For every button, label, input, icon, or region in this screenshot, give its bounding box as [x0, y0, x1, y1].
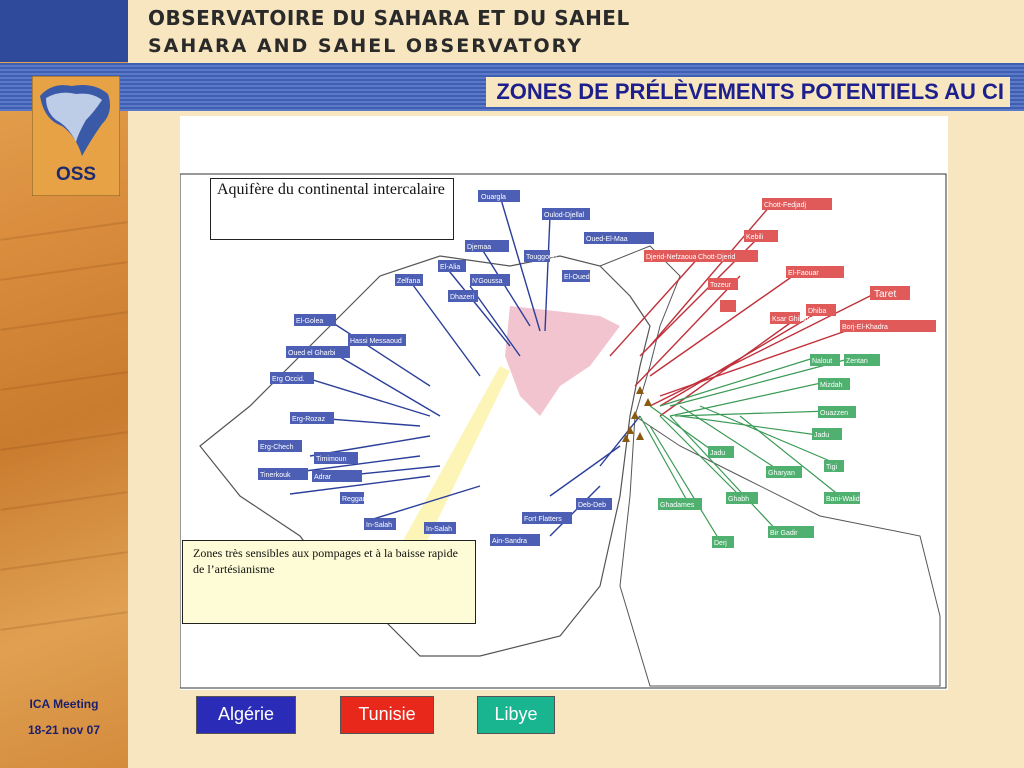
- svg-text:Chott-Djerid: Chott-Djerid: [698, 254, 735, 261]
- svg-text:Erg-Rozaz: Erg-Rozaz: [292, 416, 326, 423]
- svg-text:Erg Occid.: Erg Occid.: [272, 376, 305, 383]
- svg-text:Djemaa: Djemaa: [467, 244, 491, 251]
- legend-algerie: Algérie: [196, 696, 296, 734]
- svg-text:Nalout: Nalout: [812, 358, 832, 365]
- pink-zone: [505, 306, 620, 416]
- footer-date: 18-21 nov 07: [27, 723, 101, 737]
- svg-text:Jadu: Jadu: [710, 450, 725, 457]
- tunisia-links: [609, 205, 881, 417]
- svg-text:Touggourt: Touggourt: [526, 254, 557, 261]
- svg-text:Ouazzen: Ouazzen: [820, 410, 848, 417]
- svg-text:Tozeur: Tozeur: [710, 282, 732, 289]
- svg-text:Fort Flatters: Fort Flatters: [524, 516, 562, 523]
- svg-text:Ain-Sandra: Ain-Sandra: [492, 538, 527, 545]
- org-title-fr: OBSERVATOIRE DU SAHARA ET DU SAHEL: [148, 6, 630, 30]
- svg-text:Erg-Chech: Erg-Chech: [260, 444, 294, 451]
- svg-text:Hassi Messaoud: Hassi Messaoud: [350, 338, 402, 345]
- svg-text:N'Goussa: N'Goussa: [472, 278, 503, 285]
- aquifer-map: Ouargla Oulod-Djellal Djemaa Oued-El-Maa…: [180, 173, 947, 689]
- svg-text:Jadu: Jadu: [814, 432, 829, 439]
- svg-text:Bani-Walid: Bani-Walid: [826, 496, 860, 503]
- slide-title: ZONES DE PRÉLÈVEMENTS POTENTIELS AU CI: [486, 77, 1010, 107]
- svg-text:Zelfana: Zelfana: [397, 278, 420, 285]
- aquifer-label-box: Aquifère du continental intercalaire: [210, 178, 454, 240]
- legend-tunisie: Tunisie: [340, 696, 434, 734]
- oss-logo: OSS: [31, 75, 121, 197]
- svg-text:Zentan: Zentan: [846, 358, 868, 365]
- svg-text:Derj: Derj: [714, 540, 727, 547]
- sensitive-zone-label-box: Zones très sensibles aux pompages et à l…: [182, 540, 476, 624]
- svg-text:Tigi: Tigi: [826, 464, 837, 471]
- svg-text:Tinerkouk: Tinerkouk: [260, 472, 291, 479]
- svg-text:In-Salah: In-Salah: [426, 526, 452, 533]
- algeria-tags: Ouargla Oulod-Djellal Djemaa Oued-El-Maa…: [258, 190, 654, 546]
- header-area: [128, 0, 1024, 62]
- top-corner-bar: [0, 0, 128, 62]
- svg-text:Deb-Deb: Deb-Deb: [578, 502, 606, 509]
- well-markers: [622, 386, 652, 442]
- svg-text:Dhiba: Dhiba: [808, 308, 826, 315]
- svg-text:Gharyan: Gharyan: [768, 470, 795, 477]
- svg-text:El-Faouar: El-Faouar: [788, 270, 819, 277]
- svg-text:El-Golea: El-Golea: [296, 318, 323, 325]
- libya-outline: [619, 415, 941, 687]
- tunisia-outline: [599, 245, 681, 417]
- svg-text:Dhazeri: Dhazeri: [450, 294, 475, 301]
- logo-text: OSS: [55, 164, 97, 185]
- svg-text:Timimoun: Timimoun: [316, 456, 347, 463]
- svg-text:Ghabh: Ghabh: [728, 496, 749, 503]
- svg-text:Mizdah: Mizdah: [820, 382, 843, 389]
- legend-libye: Libye: [477, 696, 555, 734]
- svg-text:Oued-El-Maa: Oued-El-Maa: [586, 236, 628, 243]
- footer-meeting: ICA Meeting: [29, 697, 99, 711]
- svg-text:Oulod-Djellal: Oulod-Djellal: [544, 212, 585, 219]
- svg-text:El-Alia: El-Alia: [440, 264, 460, 271]
- svg-text:El-Oued: El-Oued: [564, 274, 590, 281]
- svg-text:Ksar Ghilane: Ksar Ghilane: [772, 316, 813, 323]
- sensitive-wedge: [400, 366, 510, 556]
- svg-text:In-Salah: In-Salah: [366, 522, 392, 529]
- algeria-links: [289, 195, 641, 537]
- svg-text:Ghadames: Ghadames: [660, 502, 695, 509]
- svg-text:Kebili: Kebili: [746, 234, 764, 241]
- svg-text:Chott-Fedjadj: Chott-Fedjadj: [764, 202, 806, 209]
- libya-tags: Nalout Zentan Mizdah Ouazzen Jadu Jadu T…: [658, 354, 880, 548]
- map-frame: Ouargla Oulod-Djellal Djemaa Oued-El-Maa…: [180, 116, 948, 690]
- svg-text:Oued el Gharbi: Oued el Gharbi: [288, 350, 336, 357]
- svg-text:Djerid-Nefzaoua: Djerid-Nefzaoua: [646, 254, 697, 261]
- svg-text:Ouargla: Ouargla: [481, 194, 506, 201]
- libya-links: [639, 355, 861, 542]
- svg-text:Borj-El-Khadra: Borj-El-Khadra: [842, 324, 888, 331]
- svg-text:Taret: Taret: [874, 289, 896, 300]
- tunisia-tags: Chott-Fedjadj Kebili Djerid-Nefzaoua Cho…: [644, 198, 936, 332]
- svg-text:Adrar: Adrar: [314, 474, 332, 481]
- org-title-en: SAHARA AND SAHEL OBSERVATORY: [148, 35, 583, 57]
- svg-text:Reggane: Reggane: [342, 496, 371, 503]
- svg-text:Bir Gadir: Bir Gadir: [770, 530, 798, 537]
